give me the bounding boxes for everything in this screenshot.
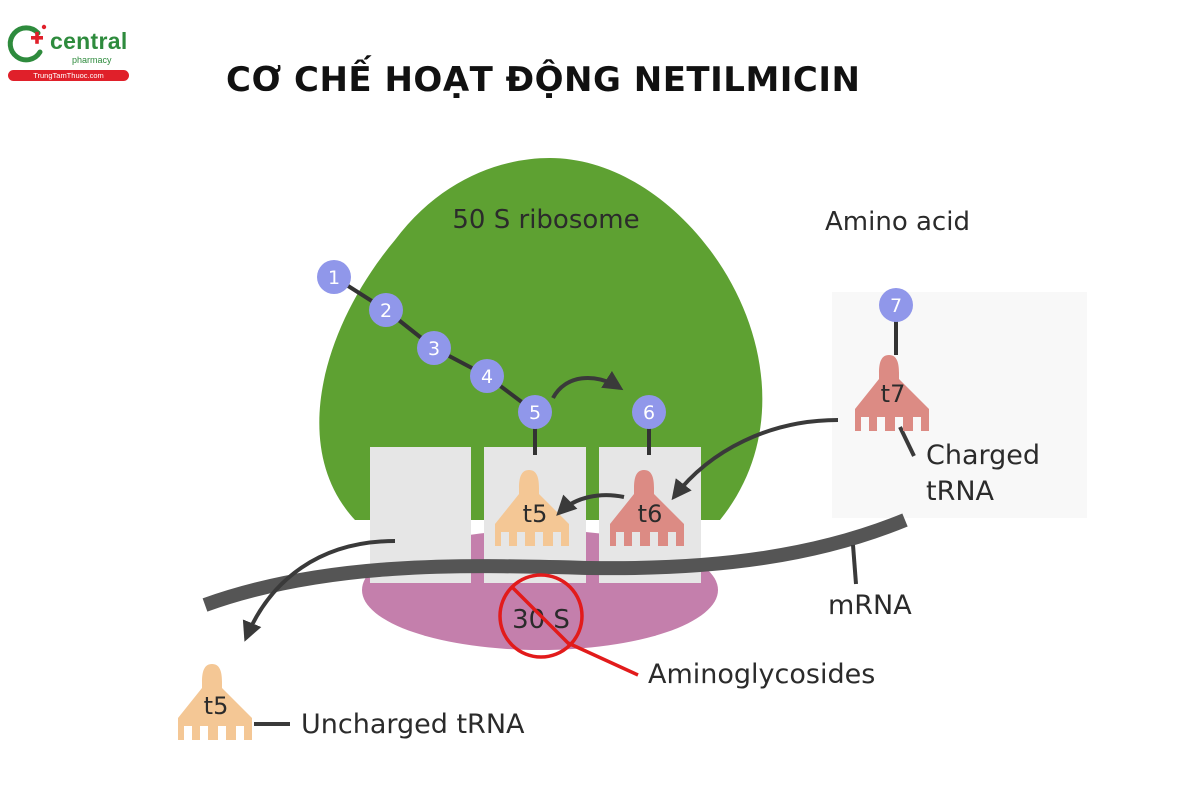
amino-acid-5: 5 [518,395,552,429]
ribosome-50s-subunit [319,158,763,520]
page-title: CƠ CHẾ HOẠT ĐỘNG NETILMICIN [226,60,861,100]
trna-t7-label: t7 [881,380,906,408]
label-50s-ribosome: 50 S ribosome [452,205,639,235]
logo-url-bar [8,70,129,81]
amino-acid-7: 7 [879,288,913,322]
arrow-translocation [556,493,625,516]
amino-acid-1: 1 [317,260,351,294]
amino-acid-5-label: 5 [529,402,541,424]
amino-acid-1-label: 1 [328,267,340,289]
label-amino-acid: Amino acid [825,207,970,237]
label-charged: Charged [926,440,1040,471]
label-uncharged-trna: Uncharged tRNA [301,709,525,740]
trna-t6-label: t6 [638,500,663,528]
label-aminoglycosides: Aminoglycosides [648,659,875,690]
trna-t5-bound: t5 [495,470,569,546]
amino-acid-2-label: 2 [380,300,392,322]
inhibition-symbol [498,573,639,677]
trna-t6-bound: t6 [610,470,684,546]
amino-acid-4-label: 4 [481,366,493,388]
amino-acid-2: 2 [369,293,403,327]
trna-t5-released-label: t5 [204,692,229,720]
amino-acid-7-label: 7 [890,295,902,317]
logo-tagline: pharmacy [72,55,112,65]
mrna-strand [202,513,908,612]
central-pharmacy-logo: central pharmacy TrungTamThuoc.com [6,22,131,82]
logo-mark-icon [7,24,47,63]
arrow-peptide-transfer [551,370,624,400]
amino-acid-3: 3 [417,331,451,365]
leader-mrna [851,544,858,585]
amino-acid-6: 6 [632,395,666,429]
trna-t7-charged: t7 [855,355,929,431]
label-30s: 30 S [512,605,570,635]
label-charged-trna: tRNA [926,476,995,507]
amino-acid-3-label: 3 [428,338,440,360]
arrow-trna-exit [242,539,396,642]
trna-t5-label: t5 [523,500,548,528]
amino-acid-6-label: 6 [643,402,655,424]
logo-name: central [50,28,128,54]
amino-acid-4: 4 [470,359,504,393]
arrow-trna-entry [671,418,839,501]
trna-t5-released: t5 [178,664,252,740]
logo-url: TrungTamThuoc.com [33,71,104,80]
label-mrna: mRNA [828,590,912,621]
leader-charged-trna [898,426,916,457]
